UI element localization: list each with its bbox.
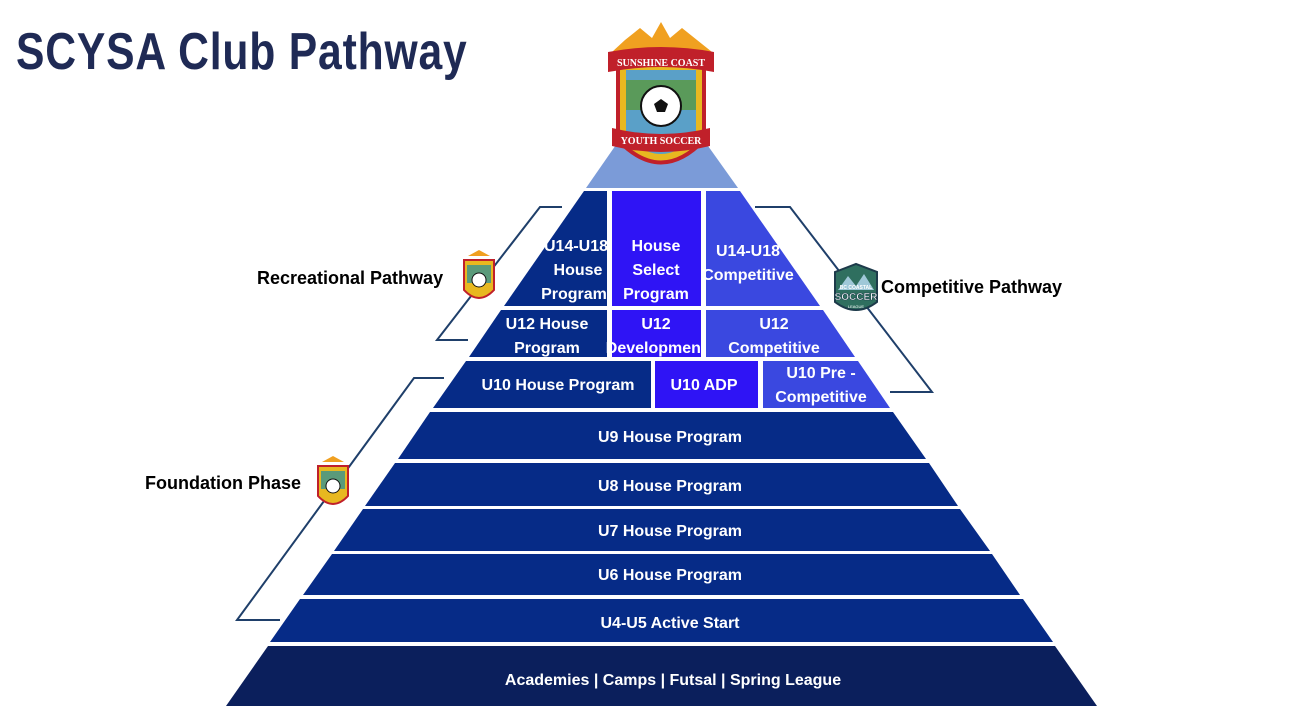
row-label: U4-U5 Active Start <box>600 615 740 632</box>
cell-label: U10 ADP <box>671 377 738 394</box>
competitive-pathway-label: Competitive Pathway <box>881 277 1063 297</box>
cell-u12-competitive <box>706 310 855 357</box>
row-u8 <box>365 463 958 506</box>
bc-coastal-soccer-logo: BC COASTAL SOCCER LEAGUE <box>834 262 879 311</box>
cell-label: U10 House Program <box>482 377 635 394</box>
row-label: U6 House Program <box>598 567 742 584</box>
row-u4-u5 <box>270 599 1053 642</box>
cell-u10-precompetitive <box>763 361 890 408</box>
row-label: U8 House Program <box>598 478 742 495</box>
logo-text: YOUTH SOCCER <box>621 136 703 147</box>
scysa-small-logo <box>317 456 349 505</box>
row-u7 <box>334 509 990 551</box>
row-label: U9 House Program <box>598 429 742 446</box>
logo-text: BC COASTAL <box>840 285 872 291</box>
cell-u10-adp <box>655 361 758 408</box>
logo-text: LEAGUE <box>848 304 865 309</box>
row-u9 <box>398 412 926 459</box>
scysa-small-logo <box>463 250 495 299</box>
logo-text: SOCCER <box>835 292 879 303</box>
cell-u10-house <box>433 361 651 408</box>
scysa-logo: SUNSHINE COAST YOUTH SOCCER <box>608 22 714 165</box>
cell-u12-development <box>612 310 701 357</box>
row-label: Academies | Camps | Futsal | Spring Leag… <box>505 672 841 689</box>
cell-house-select <box>612 191 701 306</box>
cell-u14-u18-house <box>504 191 607 306</box>
row-base <box>226 646 1097 706</box>
recreational-pathway-label: Recreational Pathway <box>257 268 444 288</box>
logo-text: SUNSHINE COAST <box>617 58 705 69</box>
page-title: SCYSA Club Pathway <box>16 23 468 81</box>
foundation-phase-label: Foundation Phase <box>145 473 302 493</box>
cell-label: U10 Pre -Competitive <box>775 365 867 406</box>
cell-u12-house <box>469 310 607 357</box>
cell-u14-u18-competitive <box>706 191 820 306</box>
row-label: U7 House Program <box>598 523 742 540</box>
row-u6 <box>303 554 1020 595</box>
